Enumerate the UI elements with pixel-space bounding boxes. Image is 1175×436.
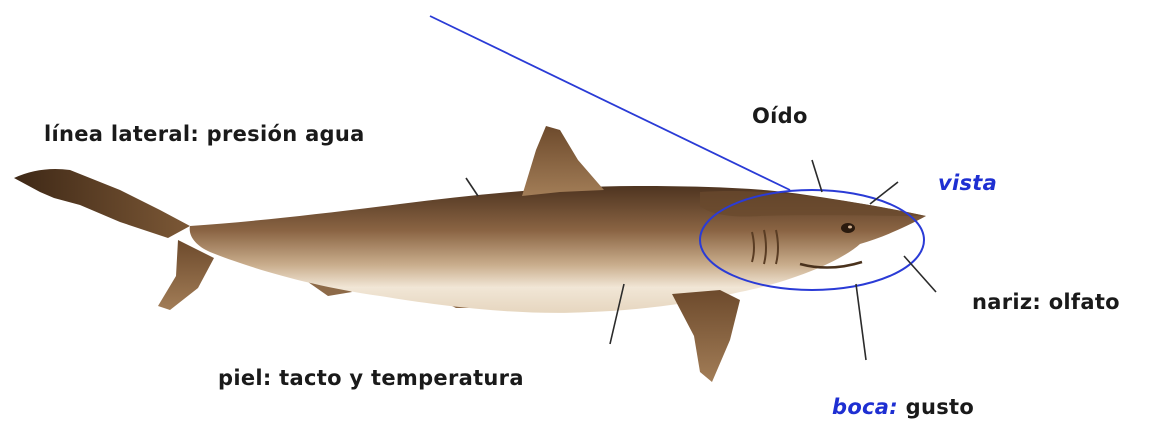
- pointer-oido: [812, 160, 822, 192]
- pointer-boca: [856, 284, 866, 360]
- eye: [841, 223, 855, 233]
- tail-upper-lobe: [14, 169, 190, 238]
- tail-lower-lobe: [158, 240, 214, 310]
- label-nose: nariz: olfato: [972, 290, 1120, 314]
- pointer-lateral: [466, 178, 478, 196]
- pectoral-fin: [672, 290, 740, 382]
- pointer-line: [430, 16, 790, 190]
- pointer-nariz: [904, 256, 936, 292]
- label-ear: Oído: [752, 104, 808, 128]
- label-mouth-value: gusto: [906, 395, 974, 419]
- label-lateral-line: línea lateral: presión agua: [44, 122, 365, 146]
- label-skin: piel: tacto y temperatura: [218, 366, 524, 390]
- first-dorsal-fin: [522, 126, 604, 196]
- label-mouth-sense: boca:: [832, 395, 898, 419]
- label-mouth: boca: gusto: [832, 395, 974, 419]
- label-sight: vista: [938, 171, 997, 195]
